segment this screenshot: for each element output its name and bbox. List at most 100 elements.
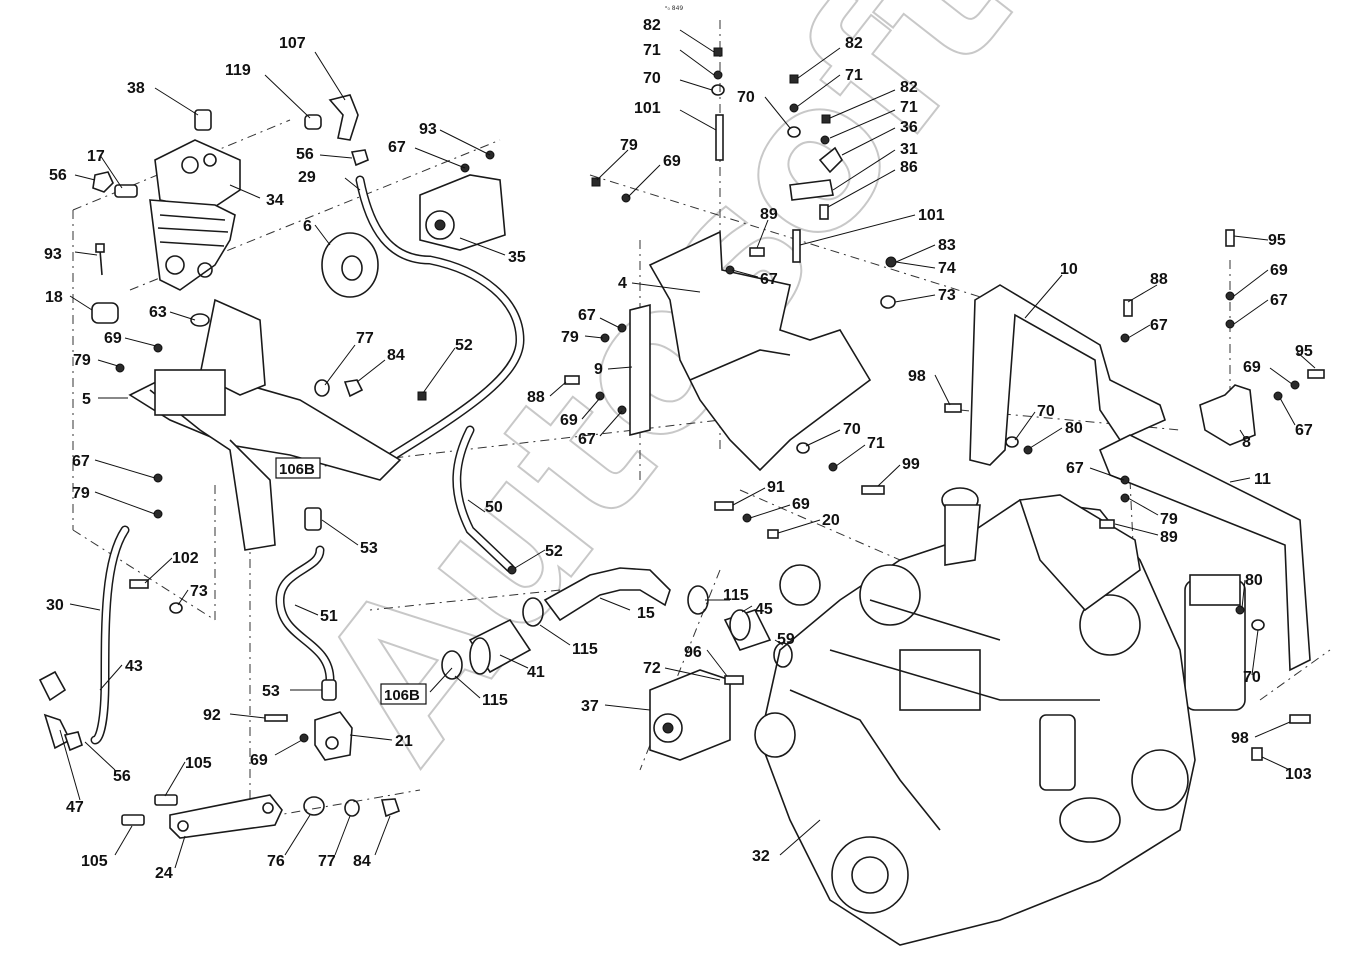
callout-67: 67 (72, 453, 90, 470)
callout-69: 69 (104, 330, 122, 347)
callout-88: 88 (527, 389, 545, 406)
callout-115: 115 (482, 692, 508, 709)
washer-77 (314, 379, 330, 397)
callout-69: 69 (792, 496, 810, 513)
callout-45: 45 (755, 601, 773, 618)
callout-102: 102 (172, 550, 199, 567)
callout-103: 103 (1285, 766, 1312, 783)
bracket-5 (128, 298, 402, 551)
callout-106B-box: 106B (275, 457, 321, 479)
callout-32: 32 (752, 848, 770, 865)
callout-84: 84 (387, 347, 405, 364)
callout-67: 67 (760, 271, 778, 288)
callout-71: 71 (900, 99, 918, 116)
callout-52: 52 (455, 337, 473, 354)
hose-29 (355, 175, 525, 475)
callout-80: 80 (1065, 420, 1083, 437)
callout-10: 10 (1060, 261, 1078, 278)
hose-51 (275, 545, 335, 685)
callout-35: 35 (508, 249, 526, 266)
callout-67: 67 (388, 139, 406, 156)
callout-96: 96 (684, 644, 702, 661)
callout-99: 99 (902, 456, 920, 473)
callout-6: 6 (303, 218, 312, 235)
callout-70: 70 (1037, 403, 1055, 420)
callout-59: 59 (777, 631, 795, 648)
callout-70: 70 (1243, 669, 1261, 686)
callout-20: 20 (822, 512, 840, 529)
callout-21: 21 (395, 733, 413, 750)
callout-36: 36 (900, 119, 918, 136)
elbow-43 (38, 670, 72, 750)
callout-47: 47 (66, 799, 84, 816)
callout-56: 56 (113, 768, 131, 785)
washer-77b (344, 799, 360, 817)
callout-79: 79 (561, 329, 579, 346)
drawing-code: ᵒ₀ 849 (665, 5, 683, 12)
callout-56: 56 (296, 146, 314, 163)
callout-92: 92 (203, 707, 221, 724)
hose-30 (90, 525, 130, 745)
callout-69: 69 (1270, 262, 1288, 279)
callout-67: 67 (1066, 460, 1084, 477)
callout-95: 95 (1295, 343, 1313, 360)
callout-67: 67 (1270, 292, 1288, 309)
spacer-6 (321, 232, 379, 298)
callout-53: 53 (262, 683, 280, 700)
callout-56: 56 (49, 167, 67, 184)
bolts-105 (121, 794, 178, 826)
callout-77: 77 (318, 853, 336, 870)
callout-98: 98 (1231, 730, 1249, 747)
callout-106B-box: 106B (380, 683, 427, 705)
engine-32 (754, 487, 1196, 946)
callout-93: 93 (419, 121, 437, 138)
callout-73: 73 (190, 583, 208, 600)
pump-35 (419, 174, 506, 251)
callout-119: 119 (225, 62, 251, 79)
callout-80: 80 (1245, 572, 1263, 589)
bolt-52 (417, 391, 427, 401)
callout-79: 79 (72, 485, 90, 502)
callout-5: 5 (82, 391, 91, 408)
nut-56-left (92, 171, 114, 193)
callout-77: 77 (356, 330, 374, 347)
oring-63 (190, 313, 210, 327)
callout-107: 107 (279, 35, 306, 52)
callout-91: 91 (767, 479, 785, 496)
leader-lines (59, 29, 1316, 869)
callout-82: 82 (900, 79, 918, 96)
callout-29: 29 (298, 169, 316, 186)
bolt-93 (95, 243, 105, 276)
plate-9 (629, 303, 651, 437)
callout-34: 34 (266, 192, 284, 209)
callout-63: 63 (149, 304, 167, 321)
callout-71: 71 (845, 67, 863, 84)
callout-71: 71 (867, 435, 885, 452)
fitting-17 (114, 184, 138, 198)
callout-83: 83 (938, 237, 956, 254)
washer-76 (303, 796, 325, 816)
callout-17: 17 (87, 148, 105, 165)
callout-38: 38 (127, 80, 145, 97)
callout-98: 98 (908, 368, 926, 385)
fitting-53 (304, 507, 337, 701)
callout-88: 88 (1150, 271, 1168, 288)
callout-9: 9 (594, 361, 603, 378)
callout-70: 70 (843, 421, 861, 438)
callout-70: 70 (643, 70, 661, 87)
callout-95: 95 (1268, 232, 1286, 249)
callout-71: 71 (643, 42, 661, 59)
clamp-115 (441, 585, 709, 680)
block-21 (314, 711, 353, 761)
callout-73: 73 (938, 287, 956, 304)
callout-69: 69 (560, 412, 578, 429)
bracket-31 (789, 179, 834, 201)
callout-82: 82 (643, 17, 661, 34)
callout-82: 82 (845, 35, 863, 52)
compressor-34 (149, 109, 241, 291)
callout-105: 105 (185, 755, 212, 772)
callout-115: 115 (723, 587, 749, 604)
callout-50: 50 (485, 499, 503, 516)
callout-74: 74 (938, 260, 956, 277)
